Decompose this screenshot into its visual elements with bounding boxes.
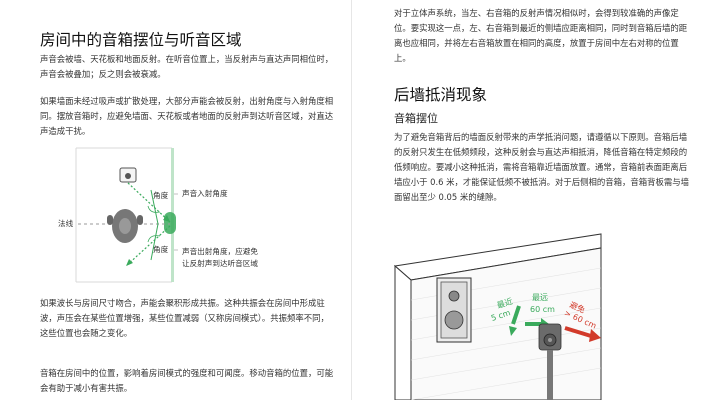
left-heading: 房间中的音箱摆位与听音区域 xyxy=(40,31,242,49)
rear-wall-graphic xyxy=(393,233,602,400)
right-paragraph-top: 对于立体声系统，当左、右音箱的反射声情况相似时，会得到较准确的声像定位。要实现这… xyxy=(394,8,688,63)
angle-label-bottom: 角度 xyxy=(153,245,169,254)
exit-angle-label-line2: 让反射声到达听音区域 xyxy=(182,259,258,268)
right-paragraph: 为了避免音箱背后的墙面反射带来的声学抵消问题，请遵循以下原则。音箱后墙的反射只发… xyxy=(394,132,690,202)
rear-wall-diagram: 最近 5 cm 最远 60 cm 避免 > 60 cm xyxy=(351,228,702,400)
column-divider xyxy=(351,0,352,400)
reflection-diagram-graphic xyxy=(75,147,178,283)
best-value: 60 cm xyxy=(530,305,555,314)
left-paragraph-4: 音箱在房间中的位置，影响着房间模式的强度和可闻度。移动音箱的位置，可能会有助于减… xyxy=(40,368,334,393)
left-paragraph-3: 如果波长与房间尺寸吻合，声能会聚积形成共振。这种共振会在房间中形成驻波，声压会在… xyxy=(40,298,329,338)
reflection-diagram: 法线 角度 角度 声音入射角度 声音出射角度，应避免 让反射声到达听音区域 xyxy=(0,146,351,283)
right-heading: 后墙抵消现象 xyxy=(394,86,488,104)
exit-angle-label-line1: 声音出射角度，应避免 xyxy=(182,247,258,256)
normal-line-label: 法线 xyxy=(58,219,74,228)
left-paragraph-2: 如果墙面未经过吸声或扩散处理，大部分声能会被反射，出射角度与入射角度相同。摆放音… xyxy=(40,96,334,136)
incident-angle-label: 声音入射角度 xyxy=(182,189,228,198)
left-paragraph-1: 声音会被墙、天花板和地面反射。在听音位置上，当反射声与直达声同相位时，声音会被叠… xyxy=(40,54,334,79)
right-subheading: 音箱摆位 xyxy=(394,112,438,125)
best-label: 最远 xyxy=(532,293,548,302)
angle-label-top: 角度 xyxy=(153,191,169,200)
